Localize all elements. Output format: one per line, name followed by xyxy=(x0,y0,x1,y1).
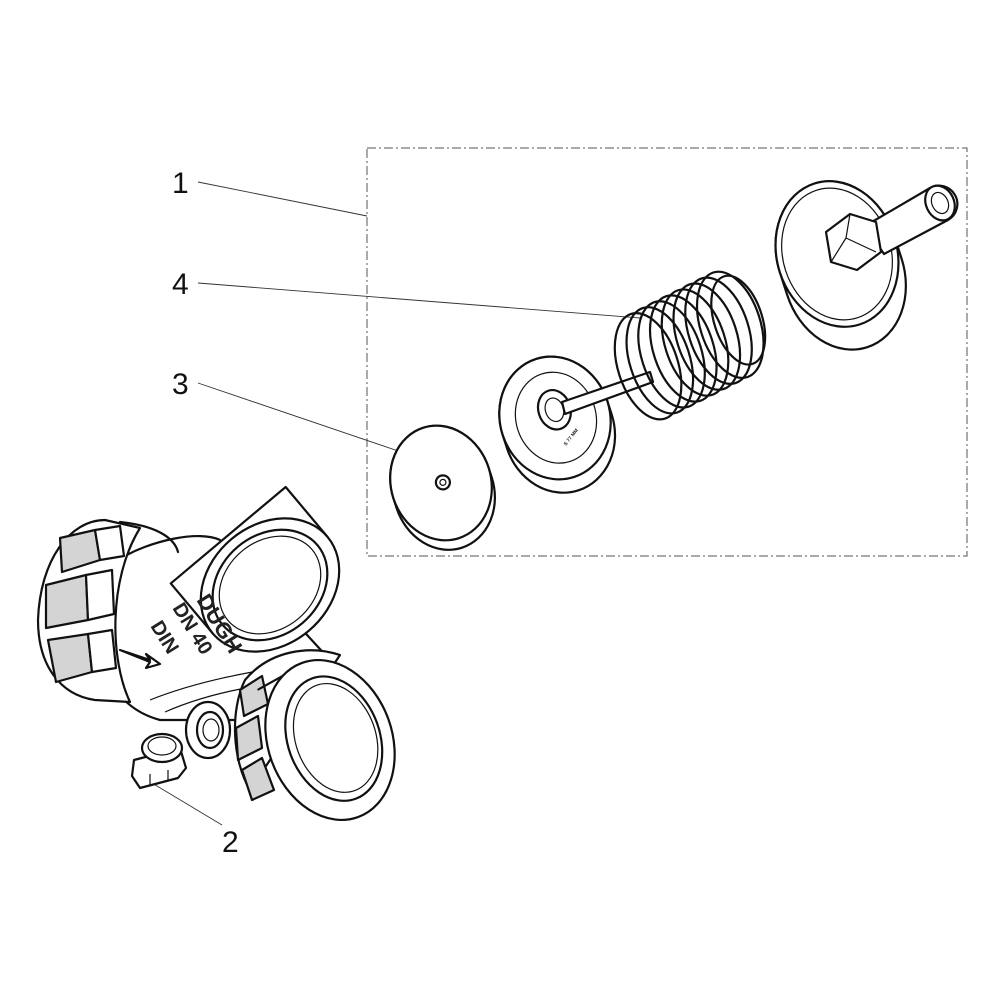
leader-lines xyxy=(151,181,641,826)
part-2-drain-plug xyxy=(130,732,188,790)
callout-3: 3 xyxy=(172,368,189,401)
part-bonnet xyxy=(774,180,959,351)
valve-stem xyxy=(560,370,655,416)
flow-arrow-icon xyxy=(118,648,162,670)
valve-body: DUGH DN 40 DIN xyxy=(36,485,396,822)
callout-2: 2 xyxy=(222,826,239,859)
leader-2 xyxy=(151,782,223,826)
part-3-disc xyxy=(389,424,496,551)
leader-1 xyxy=(197,181,368,217)
assembly-boundary xyxy=(366,147,968,557)
left-coupling-nut xyxy=(36,518,180,704)
callout-1: 1 xyxy=(172,167,189,200)
outlet-ring xyxy=(257,658,396,822)
part-guide-disc: S 77 MM xyxy=(498,355,655,494)
leader-3 xyxy=(197,382,411,456)
leader-4 xyxy=(197,282,641,319)
callout-4: 4 xyxy=(172,268,189,301)
strainer-socket xyxy=(169,485,341,653)
drain-port xyxy=(184,700,232,760)
part-4-spring xyxy=(613,270,767,421)
